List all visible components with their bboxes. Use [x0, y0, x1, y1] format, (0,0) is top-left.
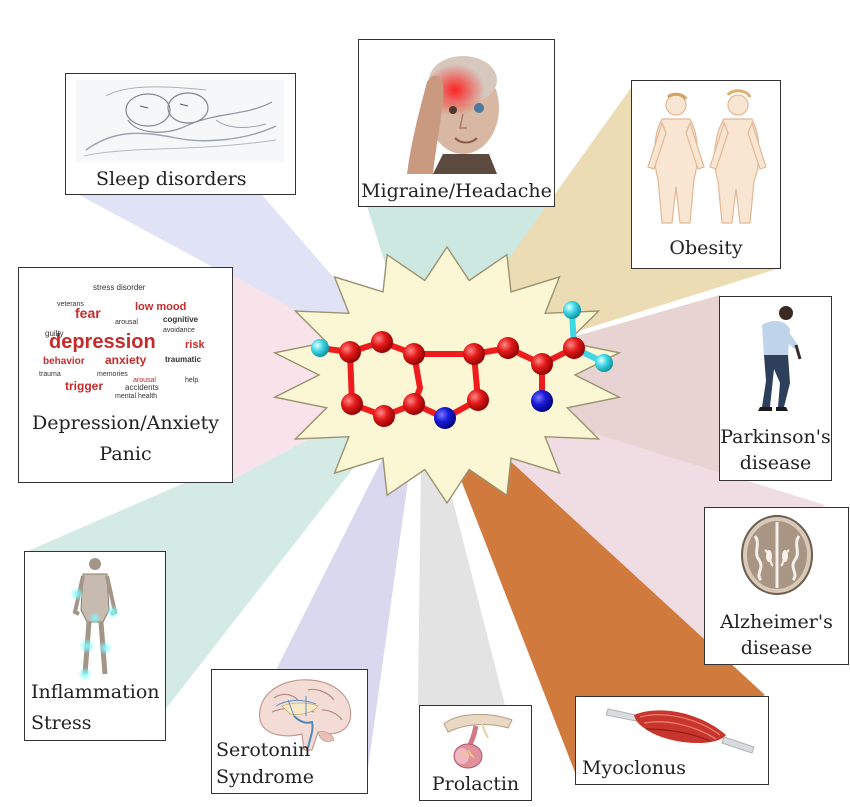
serotonin-molecule — [311, 301, 613, 429]
wc-word: depression — [49, 331, 156, 353]
box-migraine: Migraine/Headache — [358, 39, 555, 207]
atom-carbon — [373, 405, 395, 427]
wc-word: veterans — [57, 301, 84, 308]
label-parkinsons-line2: disease — [739, 452, 812, 474]
man-holding-head-red-pain — [407, 56, 499, 174]
atom-carbon — [467, 389, 489, 411]
starburst — [272, 245, 622, 505]
atom-carbon — [341, 393, 363, 415]
atom-carbon — [563, 337, 585, 359]
wc-word: anxiety — [105, 353, 147, 367]
atom-carbon — [497, 337, 519, 359]
depression-word-cloud: stress disorder veterans fear low mood c… — [39, 283, 205, 400]
wc-word: guilty — [45, 329, 64, 338]
wc-word: trigger — [65, 379, 103, 393]
atom-carbon — [371, 331, 393, 353]
label-parkinsons-line1: Parkinson's — [720, 426, 831, 448]
label-serotonin-line2: Syndrome — [216, 766, 314, 788]
box-prolactin: Prolactin — [419, 705, 532, 801]
glowing-skeleton-joints — [71, 558, 119, 680]
atom-hydroxyl — [311, 339, 329, 357]
label-prolactin: Prolactin — [431, 773, 520, 795]
muscle — [606, 708, 755, 754]
wc-word: accidents — [125, 383, 159, 392]
box-alzheimers: Alzheimer's disease — [704, 507, 849, 665]
box-serotonin-syndrome: Serotonin Syndrome — [211, 669, 368, 794]
label-obesity: Obesity — [669, 237, 743, 259]
label-inflammation-line2: Stress — [31, 712, 92, 734]
atom-carbon — [463, 343, 485, 365]
label-migraine: Migraine/Headache — [361, 180, 552, 202]
wc-word: help — [185, 377, 198, 384]
label-inflammation-line1: Inflammation — [31, 681, 160, 703]
atom-hydroxyl — [595, 354, 613, 372]
box-obesity: Obesity — [631, 80, 781, 269]
wc-word: fear — [75, 305, 101, 321]
atom-hydroxyl — [563, 301, 581, 319]
wc-word: arousal — [133, 377, 156, 384]
atom-carbon — [531, 353, 553, 375]
wc-word: memories — [97, 371, 128, 378]
label-depression-line2: Panic — [99, 443, 152, 465]
box-sleep: Sleep disorders — [65, 73, 296, 195]
wc-word: trauma — [39, 371, 61, 378]
wc-word: cognitive — [163, 315, 199, 324]
label-myoclonus: Myoclonus — [582, 757, 687, 779]
box-parkinsons: Parkinson's disease — [719, 296, 832, 481]
brain-scan — [741, 515, 813, 595]
box-inflammation: Inflammation Stress — [24, 551, 166, 741]
label-alzheimers-line2: disease — [740, 637, 813, 659]
atom-carbon — [403, 343, 425, 365]
pituitary-gland — [443, 713, 513, 769]
label-serotonin-line1: Serotonin — [216, 739, 311, 761]
wc-word: arousal — [115, 319, 138, 326]
brain-sagittal — [259, 679, 352, 751]
atom-nitrogen — [434, 407, 456, 429]
wc-word: risk — [185, 339, 205, 351]
label-alzheimers-line1: Alzheimer's — [720, 611, 833, 633]
atom-nitrogen — [531, 390, 553, 412]
label-sleep: Sleep disorders — [96, 168, 247, 190]
wc-word: low mood — [135, 301, 186, 313]
atom-carbon — [403, 393, 425, 415]
label-depression-line1: Depression/Anxiety — [32, 412, 219, 434]
wc-word: stress disorder — [93, 283, 146, 292]
obese-figures — [647, 89, 767, 224]
stooped-elderly-man — [758, 306, 802, 411]
box-depression: stress disorder veterans fear low mood c… — [18, 267, 233, 483]
wc-word: mental health — [115, 393, 157, 400]
sleeping-couple-sketch — [76, 80, 284, 162]
wc-word: traumatic — [165, 355, 202, 364]
wc-word: avoidance — [163, 327, 195, 334]
box-myoclonus: Myoclonus — [575, 696, 769, 785]
wc-word: behavior — [43, 356, 85, 367]
atom-carbon — [339, 341, 361, 363]
